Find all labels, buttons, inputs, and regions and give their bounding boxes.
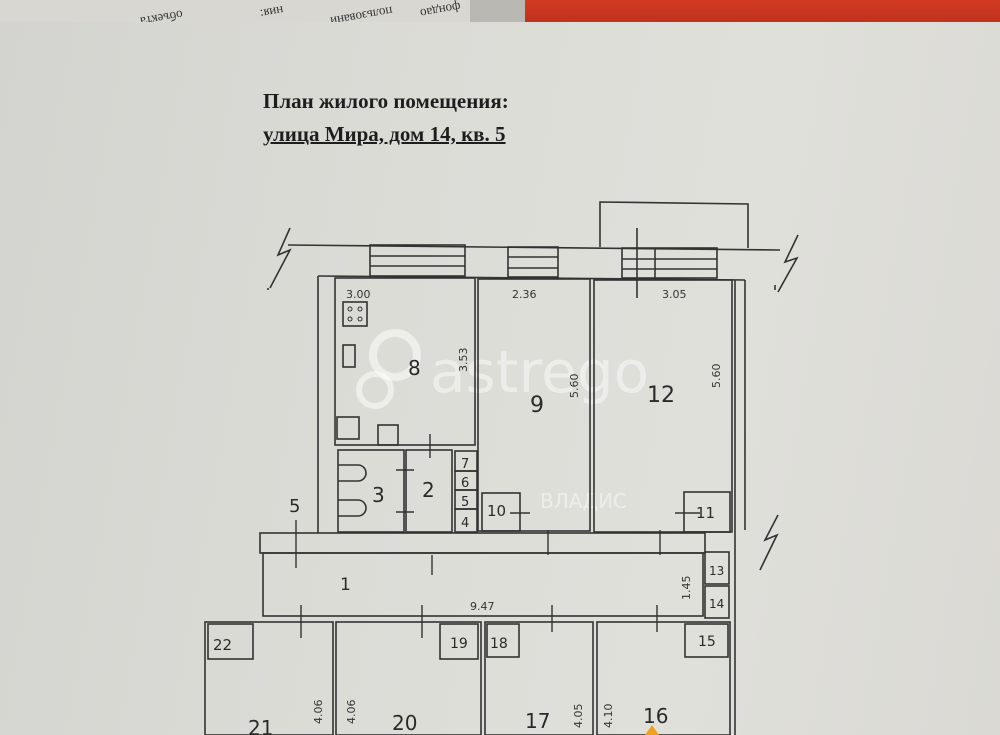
room-21 [204,621,334,735]
room-10 [481,492,521,532]
room-label-5-outside: 5 [289,496,300,517]
room-label-17: 17 [525,709,550,733]
dimension-room12-length: 5.60 [710,364,723,389]
room-label-2: 2 [422,478,435,502]
astrego-watermark: astrego [356,329,649,409]
dimension-room20-length: 4.06 [345,700,358,725]
room-14 [704,585,730,619]
room-2 [405,449,453,533]
balcony-door [621,247,718,279]
dimension-room8-width: 3.00 [346,288,371,301]
room-label-22: 22 [213,636,232,654]
title-line-2-address: улица Мира, дом 14, кв. 5 [263,122,506,146]
bathtub-icon [338,464,367,482]
balcony [599,201,749,248]
break-mark-left [269,227,292,289]
room-label-21: 21 [248,716,273,735]
room-label-15: 15 [698,634,716,650]
window [507,246,559,278]
room-label-20: 20 [392,711,417,735]
room-3-bathroom [337,449,405,533]
room-13 [704,551,730,585]
dimension-room9-width: 2.36 [512,288,537,301]
room-16 [596,621,731,735]
exterior-wall-top [269,201,799,298]
gear-icon [369,329,421,381]
room-label-10: 10 [487,502,506,520]
room-9 [477,278,591,532]
dimension-room8-length: 3.53 [457,348,470,373]
marker-icon [645,725,659,735]
break-mark-right-lower [759,514,779,571]
room-label-6: 6 [461,476,469,491]
window [369,244,466,277]
room-12 [593,279,733,533]
vladis-watermark-text: ВЛАДИС [540,489,627,513]
room-1-corridor [262,552,704,617]
room-22 [207,623,254,660]
room-label-3: 3 [372,483,385,507]
room-11 [683,491,731,533]
kitchen-fixture-icon [377,424,399,446]
dimension-corridor-width: 1.45 [680,576,693,601]
astrego-watermark-text: astrego [430,338,649,406]
room-15 [684,623,729,658]
dimension-room12-width: 3.05 [662,288,687,301]
kitchen-fixture-icon [336,416,360,440]
room-4 [454,508,478,533]
sink-icon [342,344,356,368]
toilet-icon [338,499,367,517]
dimension-room16-length: 4.10 [602,704,615,729]
room-label-5: 5 [461,495,469,510]
room-label-19: 19 [450,636,468,652]
room-label-4: 4 [461,516,469,531]
corridor-wall-band [259,532,706,554]
room-18 [486,623,520,658]
break-mark-right [777,234,799,293]
room-label-16: 16 [643,704,668,728]
door-marks [295,434,700,638]
dimension-room17-length: 4.05 [572,704,585,729]
room-label-12: 12 [647,383,675,408]
room-20 [335,621,482,735]
room-label-7: 7 [461,457,469,472]
dimension-room21-length: 4.06 [312,700,325,725]
room-label-8: 8 [408,356,421,380]
document-title: План жилого помещения: улица Мира, дом 1… [263,85,509,151]
dimension-room9-length: 5.60 [568,374,581,399]
room-label-11: 11 [696,504,715,522]
room-label-18: 18 [490,636,508,652]
room-17 [484,621,594,735]
room-8-kitchen [334,277,476,446]
room-19 [439,623,479,660]
room-label-13: 13 [709,564,724,578]
title-line-1: План жилого помещения: [263,89,509,113]
gear-icon [356,371,394,409]
room-label-14: 14 [709,597,724,611]
dimension-corridor-length: 9.47 [470,600,495,613]
stove-icon [342,301,368,327]
room-label-1: 1 [340,575,351,595]
room-label-9: 9 [530,393,544,418]
